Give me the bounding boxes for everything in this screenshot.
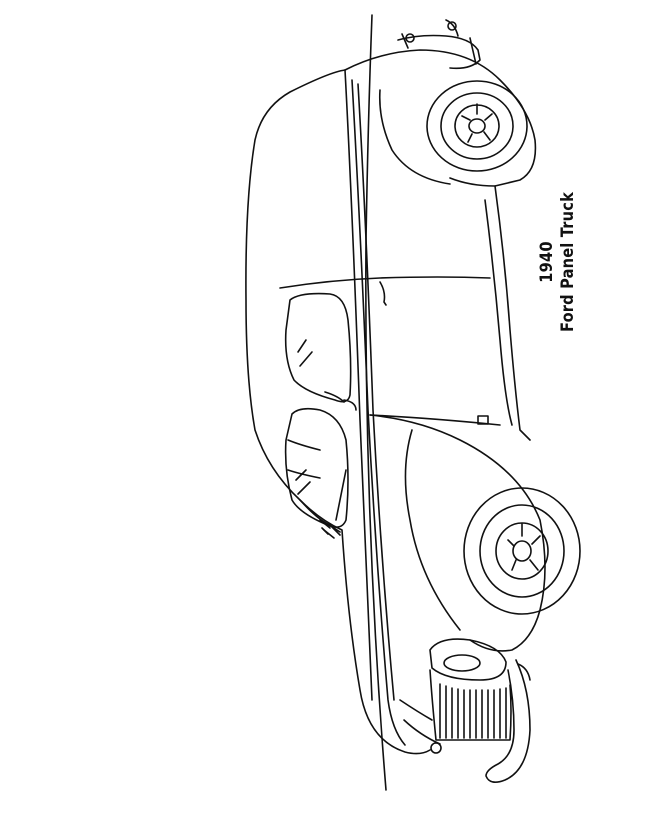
grille-outline	[429, 669, 512, 741]
front-tire	[463, 487, 581, 615]
rear-hub-spokes	[461, 103, 493, 143]
front-hub-spokes	[507, 523, 541, 571]
front-fender-inner	[404, 429, 461, 631]
mirror-stalk	[324, 391, 357, 411]
headlight-housing	[429, 638, 507, 681]
front-bumper	[485, 659, 531, 784]
rear-tail	[401, 19, 477, 65]
rear-bumper	[397, 34, 481, 70]
front-fender	[369, 414, 546, 652]
tail-light-2	[447, 21, 457, 31]
rear-hubcap-center	[468, 118, 486, 134]
roof-line	[344, 69, 373, 701]
window-glare	[295, 469, 311, 495]
ground-line	[365, 14, 387, 791]
truck-body-outline	[245, 69, 431, 755]
side-panel-line	[279, 276, 491, 289]
door-latch	[477, 415, 489, 425]
bumper-guard	[517, 663, 531, 681]
rear-tire-inner	[440, 92, 514, 160]
belt-molding-inner	[357, 83, 395, 701]
rear-fender	[344, 49, 537, 187]
tail-light	[405, 33, 415, 43]
front-tire-inner	[479, 504, 565, 598]
truck-caption: 1940 Ford Panel Truck	[537, 167, 585, 357]
front-hubcap	[495, 522, 549, 580]
caption-model: Ford Panel Truck	[558, 192, 578, 332]
headlight	[443, 654, 481, 672]
running-board-lower	[484, 199, 513, 426]
rear-fender-inner	[378, 89, 451, 185]
parking-light	[430, 742, 442, 754]
rear-tire	[426, 80, 528, 172]
grille-bars	[439, 683, 507, 739]
rear-side-window	[284, 292, 352, 403]
front-hubcap-center	[512, 540, 532, 562]
front-spring	[319, 519, 335, 539]
front-door-window	[284, 407, 349, 528]
caption-year: 1940	[537, 241, 557, 283]
belt-molding	[351, 79, 406, 746]
wiper	[335, 469, 347, 521]
door-handle	[379, 281, 387, 306]
running-board	[494, 185, 531, 441]
rear-window-glare	[297, 339, 313, 367]
